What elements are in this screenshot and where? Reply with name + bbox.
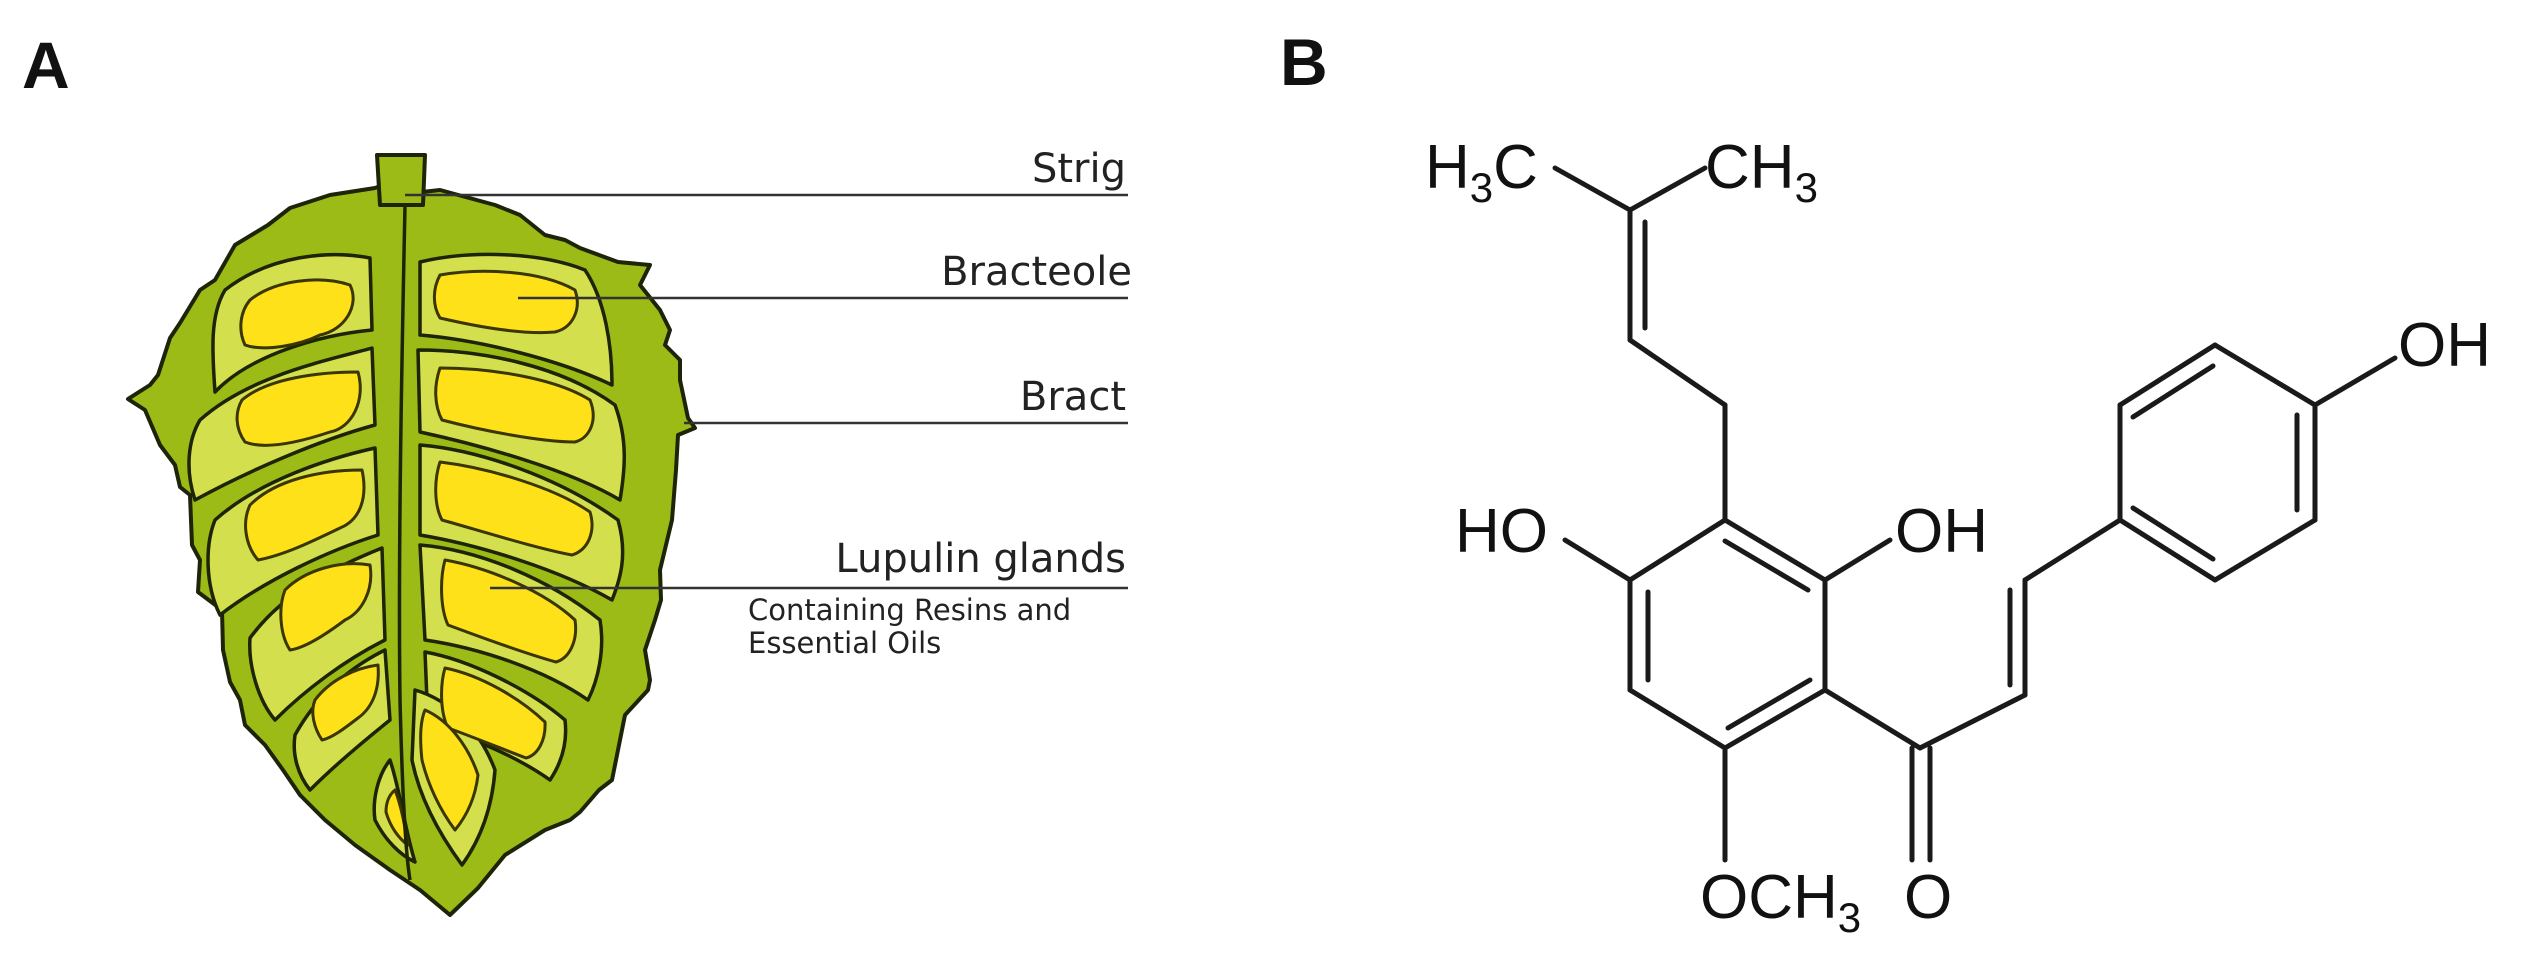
cone-central-axis bbox=[397, 204, 412, 881]
lupulin-gland bbox=[279, 562, 373, 652]
ring-a-bond-inner bbox=[1725, 677, 1813, 731]
bond bbox=[1627, 337, 1728, 408]
ring-a-bond bbox=[1722, 517, 1828, 583]
lupulin-gland bbox=[311, 663, 380, 742]
methoxy-label: OCH3 bbox=[1700, 863, 1861, 941]
ring-a-bond-inner bbox=[1722, 538, 1811, 593]
lupulin-gland bbox=[239, 278, 355, 350]
xanthohumol-structure: H3C CH3 HO OH OH OCH3 O bbox=[1425, 133, 2491, 941]
ring-b-bond-inner bbox=[2130, 363, 2216, 420]
bond bbox=[2022, 517, 2123, 583]
ring-b-bond-inner bbox=[2130, 505, 2216, 562]
panel-a-label: A bbox=[22, 28, 70, 102]
lupulin-gland bbox=[440, 666, 547, 760]
methyl-right-label: CH3 bbox=[1705, 133, 1818, 211]
lupulin-gland bbox=[244, 468, 366, 562]
ring-b-bond bbox=[2117, 342, 2218, 408]
strig-stem bbox=[375, 153, 427, 207]
hydroxyl-right-label: OH bbox=[1895, 497, 1988, 566]
lupulin-gland bbox=[434, 366, 595, 444]
methyl-left-label: H3C bbox=[1425, 133, 1538, 211]
lupulin-gland bbox=[434, 460, 594, 557]
hydroxyl-left-label: HO bbox=[1455, 497, 1548, 566]
bond bbox=[1627, 165, 1708, 213]
hydroxyl-para-label: OH bbox=[2398, 311, 2491, 380]
bond-to-oh bbox=[1822, 537, 1893, 583]
panel-b-label: B bbox=[1280, 25, 1328, 99]
bracteole-label: Bracteole bbox=[941, 249, 1132, 295]
bract-label: Bract bbox=[1020, 374, 1126, 420]
carbonyl-oxygen-label: O bbox=[1904, 863, 1952, 932]
bond bbox=[1552, 165, 1633, 213]
hop-cone-illustration bbox=[126, 153, 697, 917]
lupulin-gland bbox=[419, 708, 480, 832]
ring-a-bond bbox=[1627, 687, 1728, 751]
ring-a-bond bbox=[1722, 687, 1828, 751]
strig-label: Strig bbox=[1032, 146, 1126, 192]
lupulin-gland bbox=[440, 558, 578, 664]
bond-to-carbonyl bbox=[1822, 687, 1923, 751]
lupulin-gland bbox=[235, 370, 362, 447]
bond-to-para-oh bbox=[2312, 355, 2398, 408]
bond-to-ho bbox=[1562, 537, 1633, 583]
ring-b-bond bbox=[2212, 517, 2318, 583]
lupulin-gland bbox=[432, 269, 579, 335]
resins-label-line2: Essential Oils bbox=[748, 626, 941, 660]
ring-b-bond bbox=[2212, 342, 2318, 408]
lupulin-glands-label: Lupulin glands bbox=[835, 536, 1126, 582]
ring-b-bond bbox=[2117, 517, 2218, 583]
ring-a-bond bbox=[1627, 517, 1728, 583]
bond bbox=[1917, 692, 2028, 751]
resins-label-line1: Containing Resins and bbox=[748, 593, 1071, 627]
